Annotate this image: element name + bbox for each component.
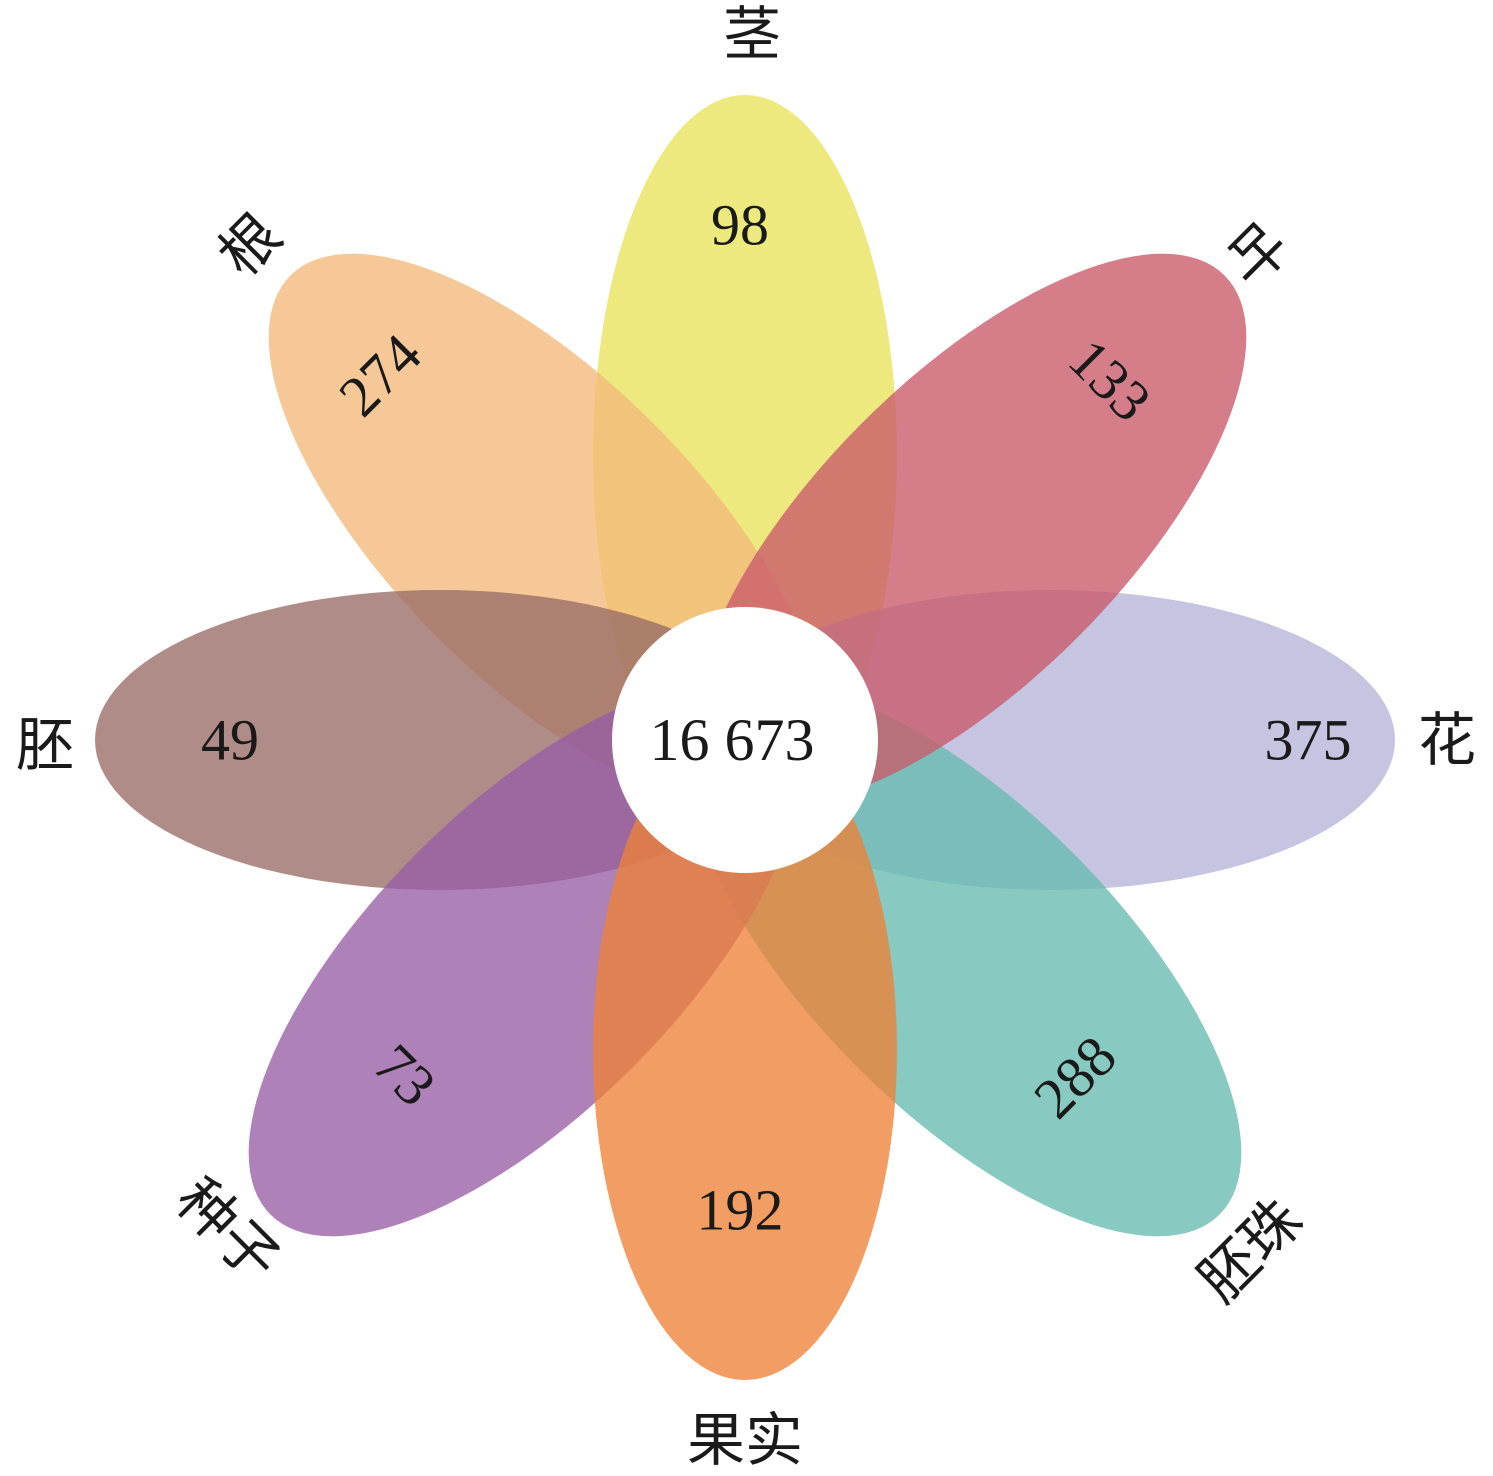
count-fruit: 192 bbox=[697, 1178, 784, 1243]
label-fruit: 果实 bbox=[687, 1406, 803, 1474]
label-root: 根 bbox=[205, 200, 294, 289]
petal-fruit bbox=[593, 720, 897, 1380]
label-stem: 茎 bbox=[723, 0, 781, 68]
count-embryo: 49 bbox=[201, 708, 259, 773]
core-circle bbox=[612, 607, 878, 873]
count-flower: 375 bbox=[1265, 708, 1352, 773]
core-count: 16 673 bbox=[650, 707, 815, 773]
label-flower: 花 bbox=[1418, 706, 1476, 774]
count-stem: 98 bbox=[711, 193, 769, 258]
label-embryo: 胚 bbox=[16, 711, 74, 779]
